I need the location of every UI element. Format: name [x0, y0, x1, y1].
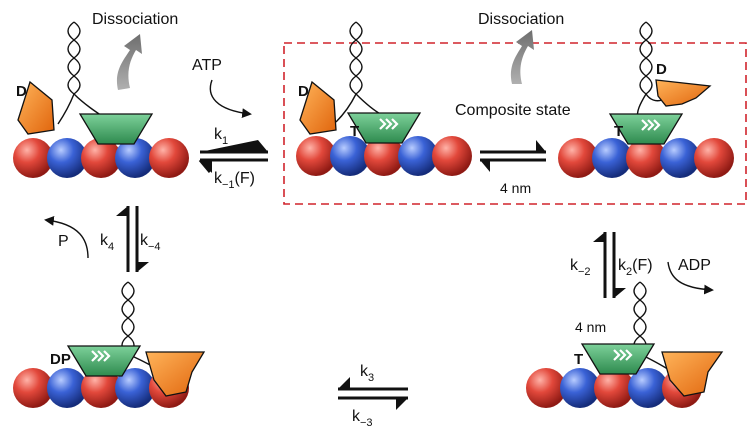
k4-label: k4 — [100, 232, 114, 253]
composite-state-label: Composite state — [455, 102, 571, 119]
step-4nm-top: 4 nm — [500, 180, 531, 196]
state-5-orange-head — [145, 351, 206, 397]
state-2-orange-head — [299, 80, 337, 135]
dissociation-label-right: Dissociation — [478, 11, 564, 28]
k1-equilibrium-arrows — [198, 140, 268, 173]
atp-curved-arrow — [209, 79, 252, 118]
adp-label: ADP — [678, 257, 711, 274]
state-1-orange-head — [17, 80, 55, 135]
state-2-head-label-t: T — [350, 123, 359, 140]
atp-label: ATP — [192, 57, 222, 74]
state-2-microtubule — [296, 136, 472, 176]
k3-equilibrium-arrows — [338, 377, 408, 410]
dissociation-arrow-right — [510, 30, 534, 84]
step-4nm-right: 4 nm — [575, 319, 606, 335]
k-minus-3-label: k−3 — [352, 408, 373, 429]
dissociation-label-left: Dissociation — [92, 11, 178, 28]
composite-equilibrium-arrows — [480, 140, 546, 172]
k1-label: k1 — [214, 126, 228, 147]
state-3-microtubule — [558, 138, 734, 178]
state-3-orange-head — [655, 79, 712, 107]
state-4-kinesin — [581, 281, 724, 397]
k4-equilibrium-arrows — [116, 206, 149, 272]
state-1-head-label-d: D — [16, 83, 27, 100]
phosphate-label: P — [58, 233, 69, 250]
k-minus-1-label: k−1(F) — [214, 170, 255, 191]
state-3-head-label-d: D — [656, 61, 667, 78]
k3-label: k3 — [360, 363, 374, 384]
state-2-head-label-d: D — [298, 83, 309, 100]
state-5-head-label-dp: DP — [50, 351, 71, 368]
k2-equilibrium-arrows — [593, 232, 626, 298]
dissociation-arrow-left — [116, 34, 142, 90]
state-3-head-label-t: T — [614, 123, 623, 140]
state-4-orange-head — [661, 351, 724, 397]
state-3-kinesin — [609, 21, 712, 145]
phosphate-release-arrow — [44, 216, 89, 259]
k2-label: k2(F) — [618, 257, 653, 278]
state-2-kinesin — [299, 21, 421, 144]
state-4-head-label-t: T — [574, 351, 583, 368]
k-minus-2-label: k−2 — [570, 257, 591, 278]
k-minus-4-label: k−4 — [140, 232, 161, 253]
adp-release-arrow — [667, 261, 714, 295]
state-5-kinesin — [67, 281, 206, 397]
state-1-microtubule — [13, 138, 189, 178]
state-1-kinesin — [17, 21, 153, 145]
